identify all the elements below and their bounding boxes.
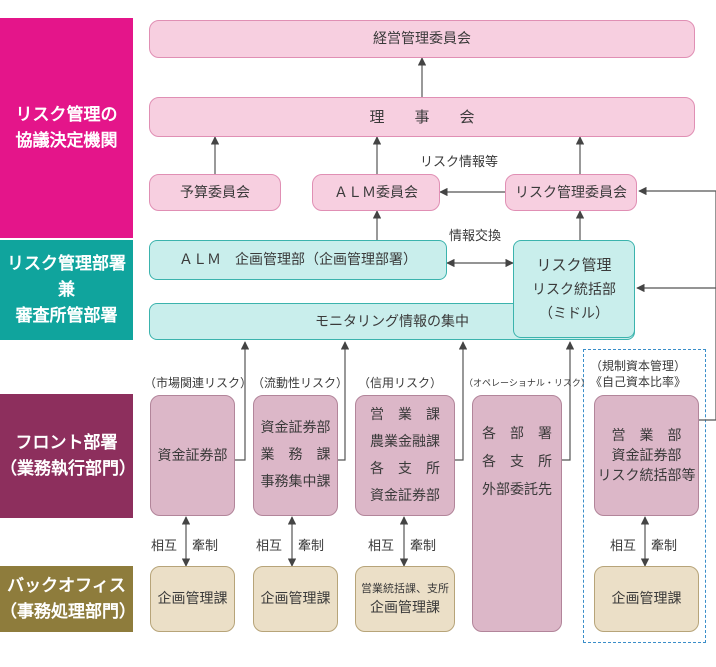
credit-risk-label: （信用リスク） <box>358 376 443 390</box>
front-box-liquidity: 資金証券部 業 務 課 事務集中課 <box>253 395 338 516</box>
front-box-operational: 各 部 署 各 支 所 外部委託先 <box>472 395 562 632</box>
check-label-5: 牽制 <box>651 539 678 554</box>
back-box-5: 企画管理課 <box>594 566 699 632</box>
check-label-1: 牽制 <box>192 539 219 554</box>
risk-info-label: リスク情報等 <box>420 155 499 170</box>
operational-risk-label: （オペレーショナル・リスク） <box>464 379 590 389</box>
check-label-2: 牽制 <box>298 539 325 554</box>
mutual-label-5: 相互 <box>610 539 637 554</box>
back-box-3: 営業統括課、支所 企画管理課 <box>355 566 455 632</box>
mutual-label-1: 相互 <box>151 539 178 554</box>
management-committee-box: 経営管理委員会 <box>149 20 695 58</box>
back-box-2: 企画管理課 <box>253 566 338 632</box>
mutual-label-3: 相互 <box>368 539 395 554</box>
risk-committee-box: リスク管理委員会 <box>505 174 637 211</box>
front-box-credit: 営 業 課 農業金融課 各 支 所 資金証券部 <box>355 395 455 516</box>
board-of-directors-box: 理 事 会 <box>149 97 695 137</box>
risk-division-label: リスク統括部 <box>532 282 616 298</box>
band-risk-dept: リスク管理部署 兼 審査所管部署 <box>0 240 133 340</box>
alm-planning-box: ＡＬＭ 企画管理部（企画管理部署） <box>149 240 447 280</box>
liquidity-risk-label: （流動性リスク） <box>252 376 349 390</box>
band-risk-decision: リスク管理の 協議決定機関 <box>0 18 133 238</box>
market-risk-label: （市場関連リスク） <box>144 376 253 390</box>
back-box-3-line2: 企画管理課 <box>370 600 440 616</box>
front-box-market: 資金証券部 <box>150 395 235 516</box>
budget-committee-box: 予算委員会 <box>149 174 281 211</box>
band-back: バックオフィス （事務処理部門） <box>0 566 136 632</box>
capital-ratio-label: 《自己資本比率》 <box>590 375 687 389</box>
risk-management-box: リスク管理 リスク統括部 （ミドル） <box>513 240 635 338</box>
alm-committee-box: ＡＬＭ委員会 <box>312 174 440 211</box>
risk-management-title: リスク管理 <box>536 256 612 274</box>
check-label-3: 牽制 <box>410 539 437 554</box>
back-box-3-line1: 営業統括課、支所 <box>361 582 449 595</box>
band-front: フロント部署 （業務執行部門） <box>0 394 136 518</box>
capital-regulation-frame <box>583 349 706 643</box>
back-box-1: 企画管理課 <box>150 566 235 632</box>
middle-label: （ミドル） <box>539 306 609 322</box>
info-exchange-label: 情報交換 <box>449 229 502 244</box>
front-box-capital: 営 業 部 資金証券部 リスク統括部等 <box>594 395 699 516</box>
capital-regulation-label: （規制資本管理） <box>590 359 687 373</box>
mutual-label-2: 相互 <box>256 539 283 554</box>
